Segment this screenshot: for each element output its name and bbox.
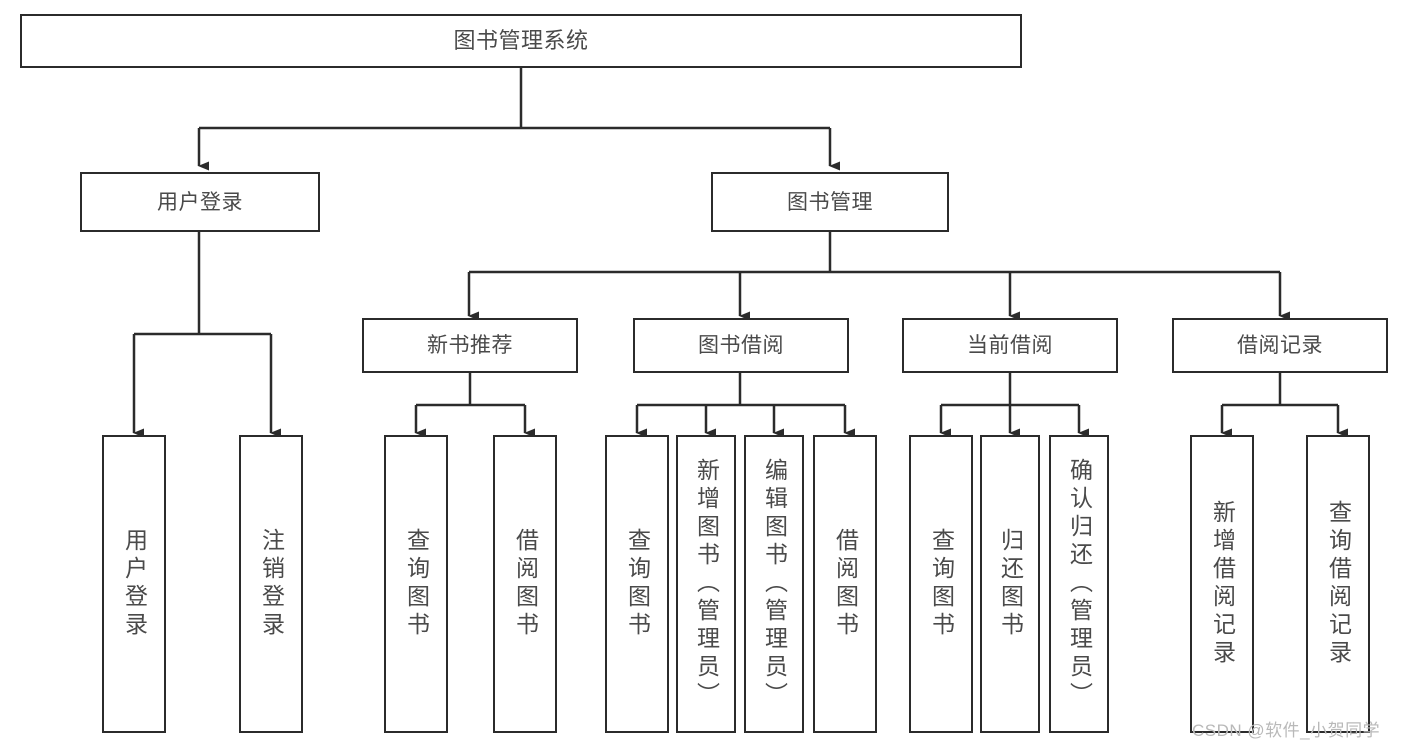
- node-new-book-recommend-label: 新书推荐: [427, 334, 513, 357]
- node-leaf-query-borrow-record[interactable]: 查询借阅记录: [1306, 435, 1370, 733]
- node-leaf-query-book-3-label: 查询图书: [928, 528, 955, 640]
- node-leaf-return-book-label: 归还图书: [997, 528, 1024, 640]
- node-new-book-recommend[interactable]: 新书推荐: [362, 318, 578, 373]
- node-leaf-borrow-book-2-label: 借阅图书: [832, 528, 859, 640]
- node-borrow-record[interactable]: 借阅记录: [1172, 318, 1388, 373]
- node-leaf-user-login[interactable]: 用户登录: [102, 435, 166, 733]
- node-root[interactable]: 图书管理系统: [20, 14, 1022, 68]
- node-leaf-borrow-book-1[interactable]: 借阅图书: [493, 435, 557, 733]
- node-leaf-add-book[interactable]: 新增图书（管理员）: [676, 435, 736, 733]
- node-leaf-query-book-3[interactable]: 查询图书: [909, 435, 973, 733]
- node-leaf-return-book[interactable]: 归还图书: [980, 435, 1040, 733]
- node-root-label: 图书管理系统: [453, 28, 589, 53]
- node-book-management[interactable]: 图书管理: [711, 172, 949, 232]
- node-user-login[interactable]: 用户登录: [80, 172, 320, 232]
- csdn-watermark: CSDN @软件_小贺同学: [1192, 721, 1381, 740]
- node-book-borrow[interactable]: 图书借阅: [633, 318, 849, 373]
- node-current-borrow-label: 当前借阅: [967, 334, 1053, 357]
- node-leaf-edit-book-label: 编辑图书（管理员）: [761, 458, 788, 710]
- node-leaf-borrow-book-2[interactable]: 借阅图书: [813, 435, 877, 733]
- node-leaf-logout-login[interactable]: 注销登录: [239, 435, 303, 733]
- node-book-management-label: 图书管理: [787, 190, 873, 214]
- node-leaf-logout-login-label: 注销登录: [258, 528, 285, 640]
- node-current-borrow[interactable]: 当前借阅: [902, 318, 1118, 373]
- node-book-borrow-label: 图书借阅: [698, 334, 784, 357]
- node-leaf-user-login-label: 用户登录: [121, 528, 148, 640]
- node-leaf-add-book-label: 新增图书（管理员）: [693, 458, 720, 710]
- node-user-login-label: 用户登录: [157, 190, 243, 214]
- node-borrow-record-label: 借阅记录: [1237, 334, 1323, 357]
- node-leaf-query-borrow-record-label: 查询借阅记录: [1325, 500, 1352, 668]
- node-leaf-query-book-1-label: 查询图书: [403, 528, 430, 640]
- node-leaf-confirm-return-label: 确认归还（管理员）: [1066, 458, 1093, 710]
- node-leaf-query-book-2-label: 查询图书: [624, 528, 651, 640]
- node-leaf-query-book-2[interactable]: 查询图书: [605, 435, 669, 733]
- node-leaf-edit-book[interactable]: 编辑图书（管理员）: [744, 435, 804, 733]
- node-leaf-borrow-book-1-label: 借阅图书: [512, 528, 539, 640]
- node-leaf-confirm-return[interactable]: 确认归还（管理员）: [1049, 435, 1109, 733]
- node-leaf-add-borrow-record-label: 新增借阅记录: [1209, 500, 1236, 668]
- node-leaf-add-borrow-record[interactable]: 新增借阅记录: [1190, 435, 1254, 733]
- node-leaf-query-book-1[interactable]: 查询图书: [384, 435, 448, 733]
